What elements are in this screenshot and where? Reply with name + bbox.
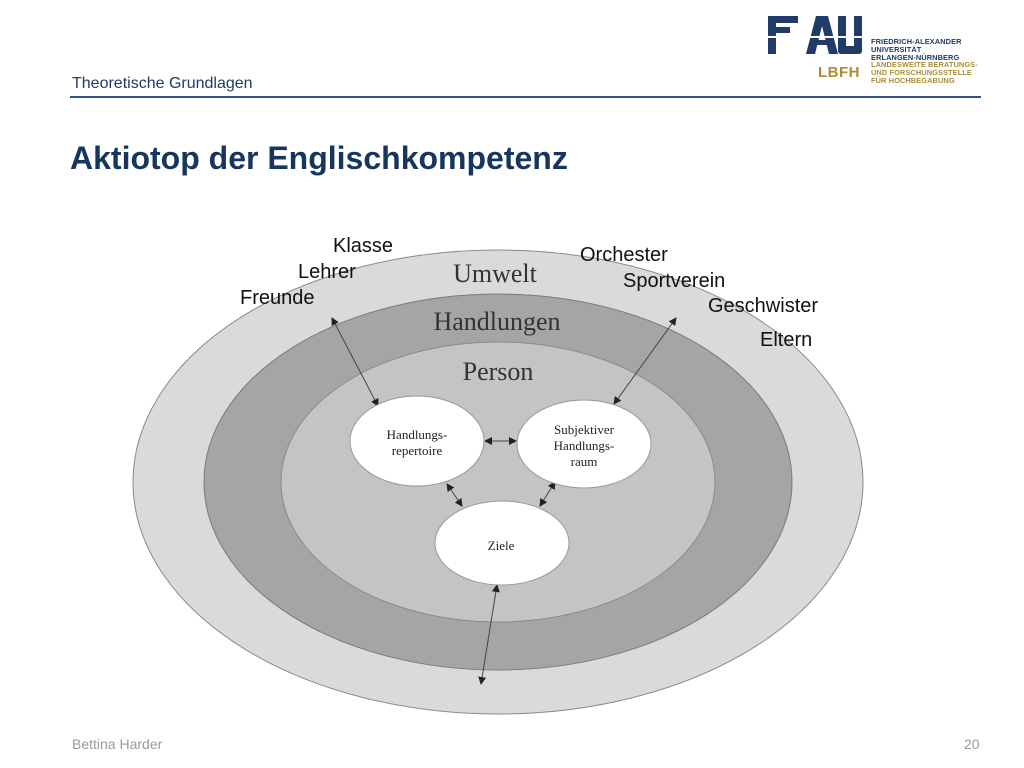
node-ziele [434, 500, 570, 586]
arrow-raum-ziele [539, 481, 556, 507]
arrow-freunde-repertoire [331, 317, 379, 407]
node-handlungsrepertoire [349, 395, 485, 487]
arrow-repertoire-ziele [446, 483, 463, 507]
fau-logo: LBFH [766, 14, 996, 86]
node-raum-label-line1: Subjektiver [554, 422, 615, 437]
page-number: 20 [964, 736, 980, 752]
node-ziele-label: Ziele [488, 538, 515, 553]
node-repertoire-label-line2: repertoire [392, 443, 443, 458]
arrow-ziele-umwelt [478, 584, 500, 685]
ring-label-handlungen: Handlungen [433, 307, 560, 336]
footer-author: Bettina Harder [72, 736, 163, 752]
node-subjektiver-handlungsraum [516, 399, 652, 489]
env-label-orchester: Orchester [580, 244, 668, 266]
header-divider [70, 96, 981, 98]
node-raum-label-line3: raum [571, 454, 598, 469]
env-label-sportverein: Sportverein [623, 270, 725, 292]
university-line: UNIVERSITÄT [871, 45, 922, 54]
university-line: FRIEDRICH-ALEXANDER [871, 37, 962, 46]
env-label-eltern: Eltern [760, 329, 812, 351]
lbfh-line: FÜR HOCHBEGABUNG [871, 76, 955, 85]
ring-label-umwelt: Umwelt [453, 259, 538, 288]
lbfh-name: LANDESWEITE BERATUNGS- UND FORSCHUNGSSTE… [871, 61, 978, 85]
slide-title: Aktiotop der Englischkompetenz [70, 140, 568, 176]
env-label-freunde: Freunde [240, 287, 315, 309]
section-label: Theoretische Grundlagen [72, 75, 253, 92]
env-label-klasse: Klasse [333, 235, 393, 257]
university-line: ERLANGEN-NÜRNBERG [871, 53, 960, 62]
lbfh-line: UND FORSCHUNGSSTELLE [871, 68, 972, 77]
node-repertoire-label-line1: Handlungs- [387, 427, 448, 442]
arrow-geschwister-raum [613, 317, 677, 405]
university-name: FRIEDRICH-ALEXANDER UNIVERSITÄT ERLANGEN… [871, 38, 962, 62]
env-label-lehrer: Lehrer [298, 261, 356, 283]
env-label-geschwister: Geschwister [708, 295, 818, 317]
node-raum-label-line2: Handlungs- [554, 438, 615, 453]
ring-label-person: Person [463, 357, 534, 386]
fau-mark-icon [766, 16, 866, 54]
lbfh-line: LANDESWEITE BERATUNGS- [871, 60, 978, 69]
lbfh-logo-text: LBFH [818, 64, 860, 81]
